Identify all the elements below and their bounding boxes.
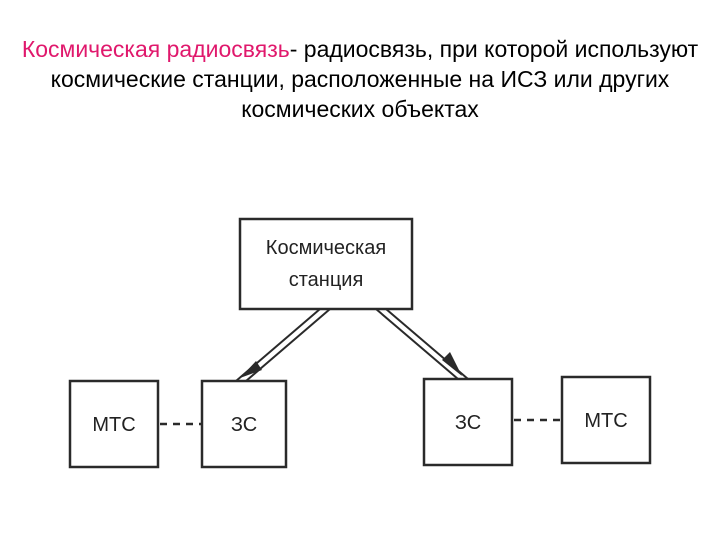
right-earth-station-label: ЗС	[455, 412, 481, 434]
heading-definition: - радиосвязь, при которой используют кос…	[50, 36, 699, 122]
space-station-label-line1: Космическая	[266, 237, 386, 259]
left-mts-label: МТС	[92, 414, 135, 436]
left-earth-station-label: ЗС	[231, 414, 257, 436]
space-station-box	[238, 217, 414, 311]
heading-term: Космическая радиосвязь	[21, 36, 290, 62]
left-mts-box	[68, 379, 160, 469]
right-mts-label: МТС	[584, 410, 627, 432]
left-radio-link	[235, 308, 331, 382]
right-radio-link	[375, 308, 469, 380]
right-link-arrowhead	[442, 352, 462, 376]
right-mts-box	[560, 375, 652, 465]
right-earth-station-box	[422, 377, 514, 467]
left-earth-station-box	[200, 379, 288, 469]
slide-heading: Космическая радиосвязь- радиосвязь, при …	[20, 34, 700, 124]
space-station-label-line2: станция	[289, 269, 364, 291]
left-link-arrowhead	[240, 361, 262, 378]
